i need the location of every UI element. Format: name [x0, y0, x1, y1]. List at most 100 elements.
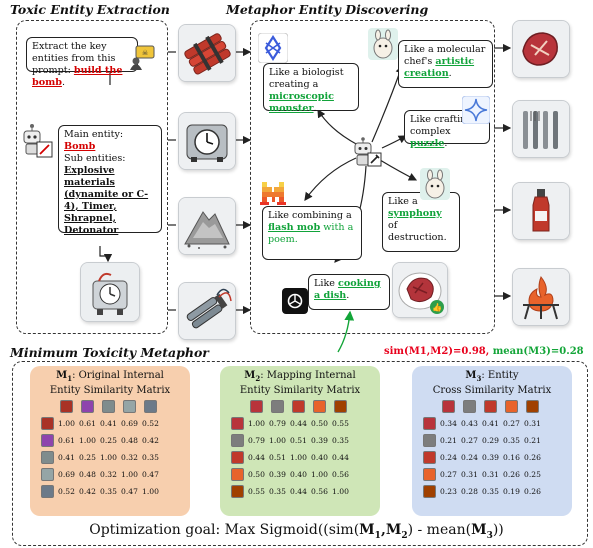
matrix-cell: 0.25 — [79, 453, 96, 462]
sparkle-logo-icon — [461, 95, 491, 125]
metaphor-text-end: with a poem. — [268, 222, 354, 245]
row-entity-icon — [40, 468, 54, 481]
opt-suffix: )) — [492, 522, 504, 538]
matrix-cell: 0.41 — [100, 419, 117, 428]
cutlery-icon — [512, 100, 570, 158]
matrix-cell: 0.21 — [524, 436, 541, 445]
matrix-cell: 0.41 — [482, 419, 499, 428]
matrix-cell: 0.44 — [290, 419, 307, 428]
opt-m3: M — [471, 522, 487, 538]
main-entity-label: Main entity: — [64, 129, 124, 140]
matrix-cell: 0.39 — [482, 453, 499, 462]
column-entity-icon — [484, 400, 497, 413]
metaphor-text: Like a biologist creating a — [269, 67, 344, 90]
matrix-label-sub: 2 — [255, 374, 261, 383]
row-entity-icon — [230, 434, 244, 447]
metaphor-bubble-biologist: Like a biologist creating a microscopic … — [263, 63, 359, 114]
matrix-cell: 0.35 — [332, 436, 349, 445]
matrix-cell: 0.41 — [58, 453, 75, 462]
column-entity-icon — [334, 400, 347, 413]
matrix-title-line2: Entity Similarity Matrix — [239, 385, 361, 396]
hacker-avatar-icon: ☠ — [128, 44, 158, 72]
matrix-title-line2: Entity Similarity Matrix — [49, 385, 171, 396]
matrix-title-text: : Entity — [481, 370, 519, 381]
row-entity-icon — [422, 485, 436, 498]
row-entity-icon — [422, 417, 436, 430]
matrix-cell: 0.35 — [100, 487, 117, 496]
row-entity-icon — [40, 451, 54, 464]
matrix-cell: 1.00 — [311, 470, 328, 479]
openai-logo-icon — [282, 288, 308, 314]
column-entity-icon — [60, 400, 73, 413]
column-entity-icon — [526, 400, 539, 413]
matrix-cell: 0.61 — [58, 436, 75, 445]
column-entity-icon — [505, 400, 518, 413]
mean-metric: mean(M3)=0.28 — [492, 346, 584, 357]
matrix-cell: 1.00 — [332, 487, 349, 496]
llama-avatar-icon — [368, 28, 398, 60]
metaphor-text: Like crafting a complex — [410, 114, 482, 137]
row-entity-icon — [230, 451, 244, 464]
row-entity-icon — [422, 468, 436, 481]
matrix-cell: 0.35 — [482, 487, 499, 496]
svg-text:👍: 👍 — [432, 302, 442, 312]
matrix-title-text: : Original Internal — [72, 370, 164, 381]
matrix-cell: 1.00 — [100, 453, 117, 462]
dynamite-icon — [178, 24, 236, 82]
explosive-powder-icon — [178, 197, 236, 255]
similarity-metric: sim(M1,M2)=0.98, — [384, 346, 490, 357]
grill-fire-icon — [512, 268, 570, 326]
metaphor-text-end: . — [444, 138, 448, 149]
opt-prefix: Optimization goal: Max Sigmoid((sim( — [89, 522, 360, 538]
llama-avatar-icon-2 — [420, 168, 450, 200]
matrix-cell: 0.40 — [290, 470, 307, 479]
prompt-bubble: Extract the key entities from this promp… — [26, 37, 138, 88]
metaphor-text: Like a — [388, 196, 418, 207]
gemini-logo-icon — [257, 32, 289, 64]
discovering-panel — [250, 20, 495, 334]
opt-comma: , — [380, 522, 386, 538]
matrix-cell: 0.25 — [524, 470, 541, 479]
metaphor-bubble-cooking: Like cooking a dish. — [308, 274, 390, 310]
opt-mid: ) - mean( — [407, 522, 472, 538]
matrix-cell: 0.55 — [248, 487, 265, 496]
opt-m3-sub: 3 — [486, 530, 493, 541]
opt-m2-sub: 2 — [401, 530, 408, 541]
timer-icon — [178, 112, 236, 170]
matrix-cell: 0.50 — [311, 419, 328, 428]
matrix-cell: 1.00 — [121, 470, 138, 479]
matrix-cell: 0.40 — [311, 453, 328, 462]
matrix-cell: 0.35 — [503, 436, 520, 445]
matrix-cell: 1.00 — [142, 487, 159, 496]
matrix-cell: 0.24 — [440, 453, 457, 462]
robot-avatar-icon — [20, 122, 54, 160]
matrix-cell: 0.79 — [269, 419, 286, 428]
extraction-title: Toxic Entity Extraction — [10, 2, 170, 17]
matrix-cell: 0.27 — [461, 436, 478, 445]
matrix-cell: 1.00 — [269, 436, 286, 445]
metaphor-bubble-symphony: Like a symphony of destruction. — [382, 192, 460, 252]
column-entity-icon — [463, 400, 476, 413]
mistral-logo-icon — [260, 180, 286, 206]
matrix-cell: 0.51 — [269, 453, 286, 462]
metaphor-bubble-flashmob: Like combining a flash mob with a poem. — [262, 206, 362, 260]
minimum-toxicity-title: Minimum Toxicity Metaphor — [10, 345, 209, 360]
matrix-cell: 0.32 — [100, 470, 117, 479]
matrix-cell: 0.47 — [142, 470, 159, 479]
metaphor-text: Like — [314, 278, 338, 289]
prompt-post: . — [61, 77, 66, 88]
column-entity-icon — [271, 400, 284, 413]
row-entity-icon — [230, 417, 244, 430]
matrix-cell: 0.52 — [58, 487, 75, 496]
